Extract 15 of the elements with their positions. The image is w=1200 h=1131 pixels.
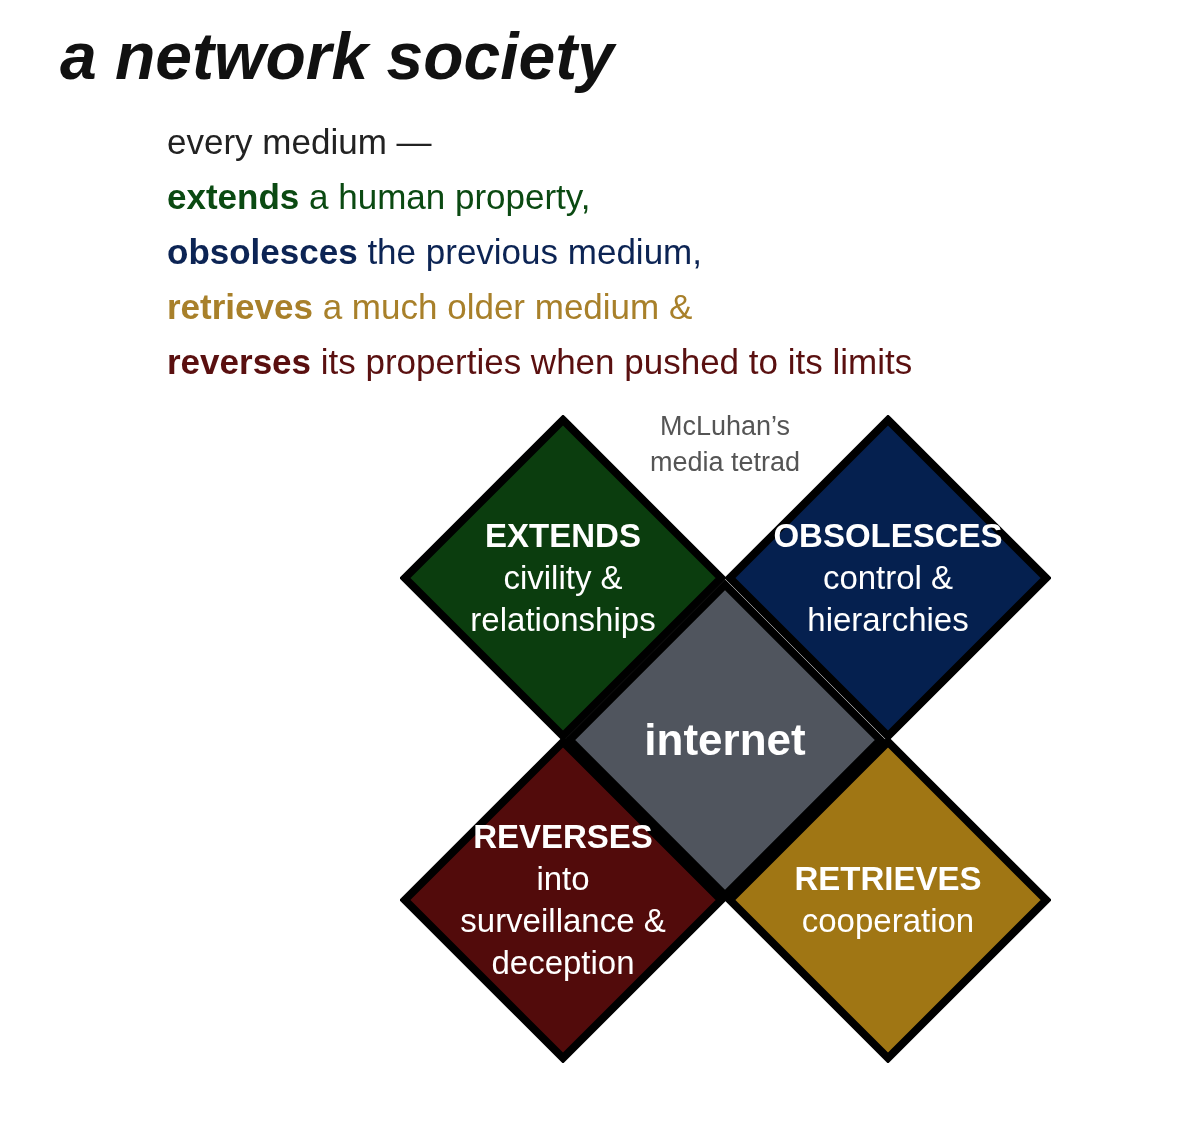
diamond-label: internet <box>644 715 806 765</box>
text-line: every medium — <box>167 122 432 162</box>
diamond-heading: EXTENDS <box>485 516 641 556</box>
annotation-text: McLuhan’s media tetrad <box>648 410 802 479</box>
diamond-text: civility & relationships <box>469 558 657 640</box>
diamond-text: into surveillance & deception <box>459 859 667 983</box>
diamond-heading: RETRIEVES <box>794 859 982 899</box>
diamond-heading: OBSOLESCES <box>773 516 1003 556</box>
text-line: retrieves a much older medium & <box>167 287 693 327</box>
text-line: extends a human property, <box>167 177 591 217</box>
diamond-text: cooperation <box>800 901 976 941</box>
diamond-heading: REVERSES <box>473 817 653 857</box>
diamond-text: control & hierarchies <box>806 558 970 640</box>
text-line: reverses its properties when pushed to its limits <box>167 342 913 382</box>
text-line: obsolesces the previous medium, <box>167 232 702 272</box>
